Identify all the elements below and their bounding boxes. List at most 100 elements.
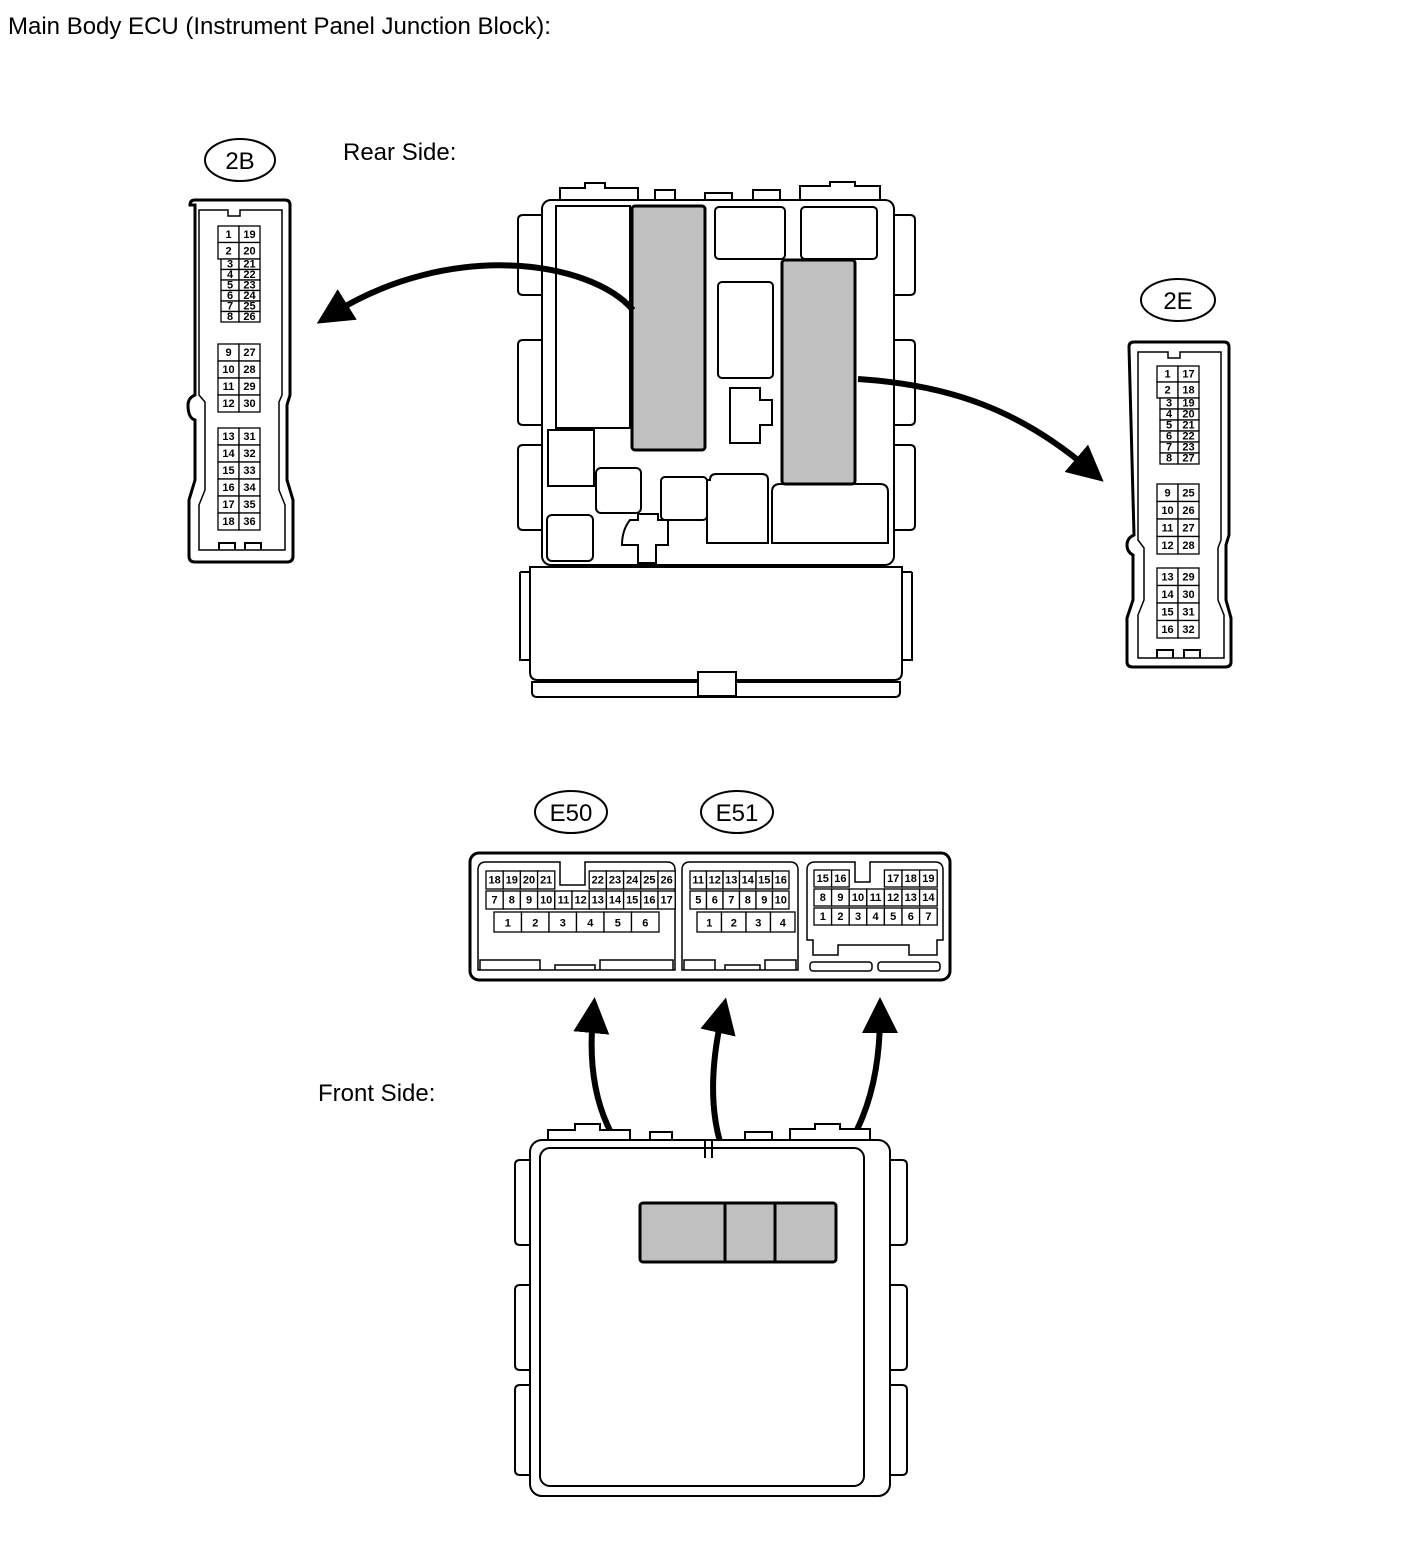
pin-number: 14	[609, 895, 622, 907]
pin-number: 8	[227, 311, 233, 323]
pin-number: 16	[834, 873, 846, 885]
pin-number: 15	[758, 875, 770, 887]
pin-number: 19	[243, 229, 255, 241]
pin-number: 15	[1161, 606, 1173, 618]
pin-number: 13	[725, 875, 737, 887]
pin-number: 18	[222, 516, 234, 528]
pin-cell	[238, 512, 261, 531]
pin-number: 19	[506, 875, 518, 887]
pin-number: 13	[905, 892, 917, 904]
connector-e51-frame	[681, 861, 799, 971]
connector-2b-inner	[198, 209, 286, 551]
pin-number: 28	[243, 364, 255, 376]
connector-e50-frame	[477, 861, 676, 971]
pin-number: 9	[225, 347, 231, 359]
connector-2e-latch	[1156, 649, 1201, 658]
pin-number: 9	[1164, 487, 1170, 499]
pin-number: 8	[745, 895, 751, 907]
page-title: Main Body ECU (Instrument Panel Junction…	[8, 13, 551, 40]
pin-number: 14	[222, 448, 235, 460]
pin-cell	[238, 394, 261, 413]
pin-cell	[630, 911, 660, 933]
pin-number: 12	[574, 895, 586, 907]
pin-number: 7	[925, 911, 931, 923]
pin-number: 16	[222, 482, 234, 494]
pin-number: 7	[227, 300, 233, 312]
rear-2b-position	[630, 204, 707, 452]
connector-3-latch	[809, 961, 873, 972]
arrow-to-2b	[316, 262, 636, 324]
pin-number: 3	[227, 258, 233, 270]
rear-side-tab	[517, 339, 543, 426]
front-side-tab	[886, 1384, 908, 1476]
rear-side-tab	[893, 444, 916, 531]
front-top-tab	[789, 1123, 871, 1143]
pin-number: 9	[761, 895, 767, 907]
pin-number: 12	[222, 398, 234, 410]
pin-number: 4	[587, 917, 594, 929]
pin-number: 27	[1182, 522, 1194, 534]
pin-number: 35	[243, 499, 255, 511]
front-connector-dividers	[723, 1203, 777, 1262]
connector-e50-tag	[534, 790, 608, 834]
pin-number: 15	[222, 465, 234, 477]
front-face-notch	[704, 1140, 713, 1158]
pin-number: 15	[626, 895, 638, 907]
pin-number: 4	[1166, 409, 1173, 421]
pin-number: 1	[820, 911, 826, 923]
pin-number: 23	[609, 875, 621, 887]
pin-number: 5	[890, 911, 896, 923]
pin-number: 6	[1166, 431, 1172, 443]
pin-number: 30	[243, 398, 255, 410]
pin-cell	[1177, 535, 1200, 555]
connector-tags: E50 E51	[534, 790, 774, 834]
pin-number: 18	[1182, 385, 1194, 397]
pin-number: 36	[243, 516, 255, 528]
rear-relay-slot	[714, 206, 786, 260]
pin-number: 21	[1182, 420, 1194, 432]
pin-number: 16	[775, 875, 787, 887]
pin-number: 29	[243, 381, 255, 393]
pin-number: 10	[222, 364, 234, 376]
front-block-face	[539, 1147, 865, 1487]
pin-number: 4	[227, 269, 234, 281]
pin-cell	[1177, 619, 1200, 639]
pin-number: 14	[1161, 589, 1174, 601]
pin-number: 6	[712, 895, 718, 907]
rear-lower-clips	[519, 571, 913, 661]
pin-number: 22	[592, 875, 604, 887]
pin-number: 6	[227, 290, 233, 302]
pin-number: 1	[706, 917, 712, 929]
pin-cell	[918, 888, 938, 907]
connector-2b-tag	[204, 138, 276, 182]
pin-number: 11	[692, 875, 704, 887]
pin-number: 16	[1161, 624, 1173, 636]
pin-cell	[657, 890, 676, 910]
pin-number: 29	[1182, 571, 1194, 583]
rear-fuse-slot	[546, 514, 594, 562]
pin-number: 24	[626, 875, 639, 887]
pin-number: 10	[540, 895, 552, 907]
pin-number: 8	[820, 892, 826, 904]
front-connector-position	[638, 1201, 838, 1264]
connector-2e-id: 2E	[1163, 288, 1192, 315]
pin-number: 23	[243, 279, 255, 291]
pin-number: 34	[243, 482, 256, 494]
pin-cell	[771, 870, 790, 890]
pin-number: 11	[1162, 522, 1174, 534]
pin-number: 19	[1182, 398, 1194, 410]
rear-fuse-slot	[547, 429, 595, 487]
pin-number: 18	[488, 875, 500, 887]
rear-fuse-slot	[620, 513, 669, 564]
pin-number: 2	[225, 245, 231, 257]
pin-cell	[1177, 452, 1200, 465]
pin-number: 5	[615, 917, 621, 929]
pin-number: 8	[509, 895, 515, 907]
pin-number: 5	[695, 895, 701, 907]
pin-number: 11	[558, 895, 570, 907]
